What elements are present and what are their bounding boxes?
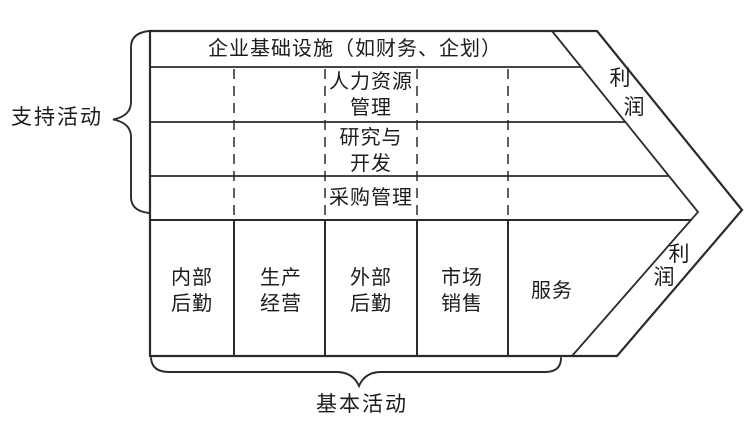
profit-bottom-char-2: 润	[653, 265, 675, 289]
infrastructure-row-label: 企业基础设施（如财务、企划）	[208, 38, 502, 60]
rnd-row-label: 研究与 开发	[339, 127, 403, 175]
hr-row-label: 人力资源 管理	[329, 71, 413, 119]
column-label-service: 服务	[531, 280, 573, 302]
outer-arrow-outline	[148, 29, 744, 358]
column-label-inbound-logistics: 内部 后勤	[171, 267, 213, 315]
column-label-marketing-sales: 市场 销售	[441, 267, 483, 315]
support-activities-label: 支持活动	[11, 105, 103, 129]
profit-band-line	[551, 30, 700, 357]
column-label-operations: 生产 经营	[260, 267, 302, 315]
column-label-outbound-logistics: 外部 后勤	[350, 267, 392, 315]
profit-top-char-1: 利	[609, 66, 631, 90]
procurement-row-label: 采购管理	[329, 187, 413, 209]
profit-bottom-char-1: 利	[668, 242, 690, 266]
profit-top-char-2: 润	[623, 95, 645, 119]
support-brace	[112, 30, 150, 214]
primary-brace	[150, 357, 562, 389]
primary-activities-label: 基本活动	[316, 392, 408, 416]
